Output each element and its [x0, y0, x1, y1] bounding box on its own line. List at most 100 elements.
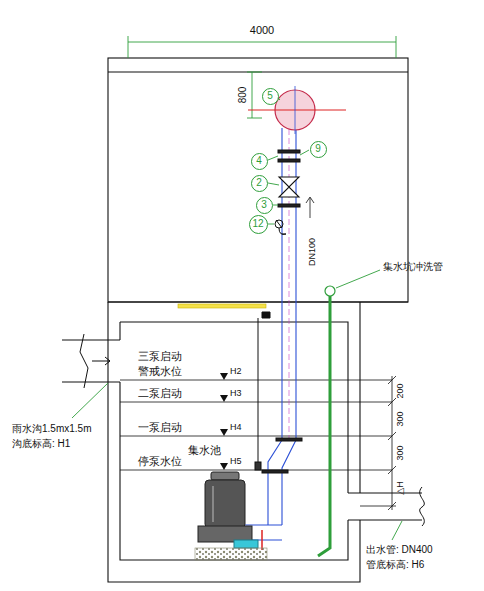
- callout-circle: 5: [262, 88, 279, 105]
- discharge-pipe-path: [282, 440, 296, 525]
- pressure-gauge: [275, 220, 286, 234]
- leader-lines-line: [268, 224, 274, 225]
- level-label: 警戒水位: [138, 365, 182, 377]
- callout-number: 9: [315, 144, 321, 154]
- top-dimensions-line: [396, 36, 397, 58]
- leader-lines-line: [72, 383, 108, 418]
- discharge-pipe-line: [295, 128, 296, 440]
- leader-lines-line: [336, 270, 380, 288]
- callout-number: 2: [256, 178, 262, 188]
- top-dimensions-line: [252, 72, 253, 118]
- discharge-pipe-line: [289, 120, 290, 440]
- top-dimensions: [128, 36, 396, 118]
- pipe-label: 管底标高: H6: [366, 559, 424, 570]
- structure-walls-path: [120, 322, 348, 493]
- level-mark: H5: [230, 457, 242, 467]
- structure-walls-line: [108, 71, 408, 72]
- submersible-pump-rect: [211, 472, 239, 480]
- level-sensor-rect: [255, 462, 261, 470]
- submersible-pump: [195, 472, 267, 560]
- structure-walls-rect: [108, 58, 408, 302]
- discharge-pipe-line: [281, 128, 282, 440]
- leader-lines-line: [392, 521, 402, 540]
- level-dimensions: [360, 376, 396, 510]
- rain-ditch: [62, 334, 120, 388]
- level-sensor: [255, 312, 270, 470]
- rain-ditch-path: [80, 334, 88, 388]
- level-label: 二泵启动: [138, 387, 182, 399]
- water-level-lines-line: [120, 380, 392, 381]
- water-level-lines-line: [120, 402, 392, 403]
- pipe-fittings-rect: [278, 204, 300, 207]
- submersible-pump-rect: [234, 540, 258, 548]
- structure-walls-line: [119, 322, 120, 340]
- callout-circle: 4: [251, 153, 268, 170]
- ditch-label: 沟底标高: H1: [12, 438, 70, 449]
- level-label: 三泵启动: [138, 350, 182, 362]
- level-sensor-path: [258, 318, 259, 462]
- pipe-fittings-path: [279, 177, 299, 197]
- header-pipe-line: [248, 110, 346, 111]
- level-markers-path: [220, 429, 228, 436]
- pipe-size: DN100: [308, 238, 318, 266]
- pipe-fittings-rect: [278, 159, 300, 162]
- level-dimensions-line: [388, 376, 396, 384]
- dimension: 300: [396, 445, 406, 460]
- dimension: △H: [396, 481, 406, 494]
- callout-circle: 9: [310, 141, 327, 158]
- callout-circle: 12: [249, 215, 268, 234]
- rain-ditch-path: [92, 357, 110, 365]
- pipe-fittings-path: [306, 197, 314, 218]
- level-markers-path: [220, 395, 228, 402]
- rain-ditch-line: [62, 382, 120, 383]
- top-dimensions-line: [247, 72, 262, 73]
- structure-walls-line: [108, 301, 408, 302]
- callout-number: 4: [256, 156, 262, 166]
- level-dimensions-line: [392, 376, 393, 510]
- top-dimensions-line: [128, 36, 129, 58]
- leader-lines-line: [268, 156, 278, 160]
- level-mark: H2: [230, 367, 242, 377]
- submersible-pump-line: [212, 486, 214, 522]
- water-level-lines: [120, 380, 392, 470]
- level-dimensions-line: [388, 398, 396, 406]
- pipe-fittings-rect: [278, 150, 300, 153]
- structure-walls-path: [108, 302, 360, 582]
- structure-walls: [108, 58, 408, 582]
- level-mark: H3: [230, 389, 242, 399]
- hatch-opening: [178, 304, 266, 308]
- dimension: 4000: [250, 24, 274, 36]
- top-dimensions-line: [247, 118, 262, 119]
- tank-label: 集水池: [188, 444, 221, 456]
- top-dimensions-line: [128, 42, 396, 43]
- submersible-pump-rect: [205, 480, 245, 528]
- callout-number: 12: [252, 219, 263, 229]
- pipe-label: 集水坑冲洗管: [383, 261, 443, 272]
- leader-lines-line: [268, 183, 279, 185]
- submersible-pump-rect: [195, 548, 267, 560]
- level-label: 一泵启动: [138, 421, 182, 433]
- structure-walls-path: [359, 302, 360, 493]
- leader-lines-line: [273, 205, 278, 206]
- level-dimensions-line: [388, 466, 396, 474]
- pipe-fittings-rect: [276, 438, 302, 441]
- pipe-fittings-rect: [262, 470, 288, 473]
- rain-ditch-line: [62, 340, 120, 341]
- pressure-gauge-path: [276, 220, 286, 234]
- level-dimensions-line: [360, 506, 396, 507]
- outlet-pipe-path: [420, 487, 425, 526]
- level-sensor-path: [262, 312, 270, 318]
- level-dimensions-line: [388, 432, 396, 440]
- outlet-pipe-line: [348, 493, 422, 494]
- level-mark: H4: [230, 423, 242, 433]
- dimension: 300: [396, 411, 406, 426]
- leader-lines: [72, 97, 402, 540]
- discharge-pipe-path: [268, 440, 282, 525]
- flush-pipe-circle: [325, 286, 335, 296]
- callout-number: 3: [261, 200, 267, 210]
- water-level-lines-line: [120, 436, 392, 437]
- ditch-label: 雨水沟1.5mx1.5m: [12, 423, 91, 434]
- level-label: 停泵水位: [138, 455, 182, 467]
- pipe-label: 出水管: DN400: [366, 544, 433, 555]
- callout-circle: 2: [251, 175, 268, 192]
